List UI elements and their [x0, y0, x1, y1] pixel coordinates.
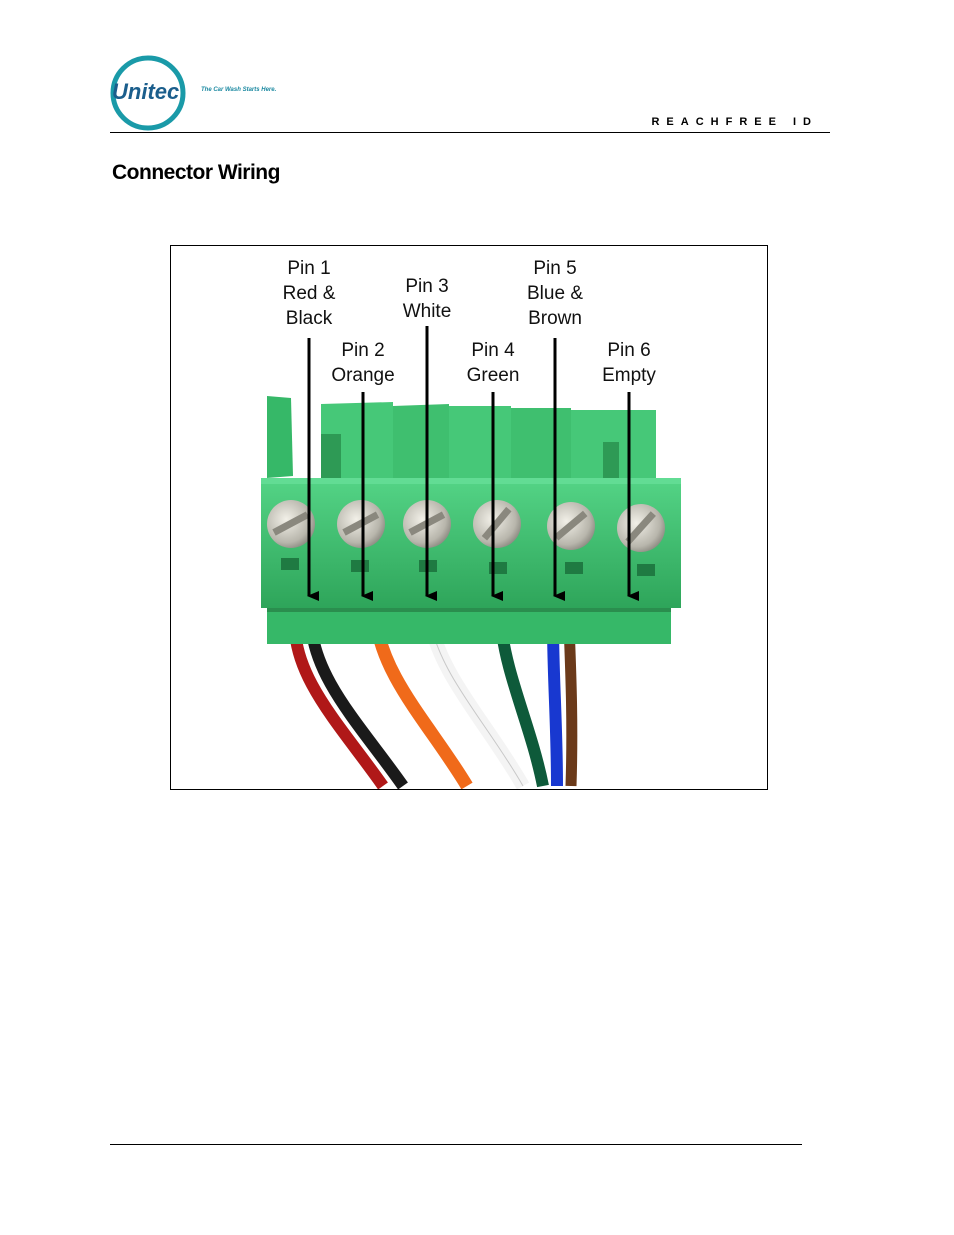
pin-4-label: Pin 4 Green: [467, 338, 520, 388]
pin-1-label: Pin 1 Red & Black: [283, 256, 336, 331]
connector-photo: [261, 326, 681, 789]
footer-rule: [110, 1144, 802, 1145]
pin-2-number: Pin 2: [341, 340, 385, 361]
pin-arrows: [307, 326, 639, 601]
pin-3-number: Pin 3: [405, 276, 449, 297]
connector-figure: Pin 1 Red & Black Pin 2 Orange Pin 3 Whi…: [170, 245, 768, 790]
pin-1-wire: Red &: [282, 283, 336, 304]
pin-2-label: Pin 2 Orange: [331, 338, 394, 388]
pin-3-wire: White: [402, 301, 452, 322]
pin-2-wire: Orange: [331, 365, 395, 386]
logo-tagline: The Car Wash Starts Here.: [201, 87, 277, 93]
unitec-logo: Unitec: [110, 55, 186, 131]
pin-5-wire: Blue &: [527, 283, 583, 304]
pin-4-number: Pin 4: [471, 340, 515, 361]
screws: [267, 500, 665, 552]
pin-6-wire: Empty: [602, 365, 656, 386]
pin-6-label: Pin 6 Empty: [602, 338, 656, 388]
terminal-block: [261, 396, 681, 644]
pin-5-number: Pin 5: [533, 258, 577, 279]
pin-5-wire-2: Brown: [528, 308, 582, 329]
logo-wordmark: Unitec: [112, 79, 179, 104]
pin-1-wire-2: Black: [285, 308, 333, 329]
pin-4-wire: Green: [466, 365, 520, 386]
pin-3-label: Pin 3 White: [403, 274, 452, 324]
document-title: REACHFREE ID: [651, 116, 818, 128]
pin-6-number: Pin 6: [607, 340, 651, 361]
header-rule: [110, 132, 830, 133]
section-heading: Connector Wiring: [112, 161, 280, 184]
pin-1-number: Pin 1: [287, 258, 331, 279]
pin-5-label: Pin 5 Blue & Brown: [527, 256, 583, 331]
